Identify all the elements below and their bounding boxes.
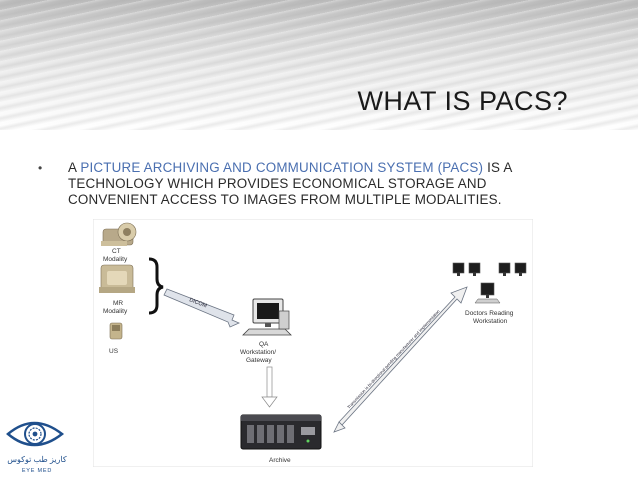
qa-workstation-icon: [242, 298, 292, 336]
mr-modality-label: Modality: [103, 308, 128, 315]
archive-server-icon: [240, 414, 322, 450]
archive-label: Archive: [269, 457, 291, 464]
bullet-paragraph: • A PICTURE ARCHIVING AND COMMUNICATION …: [38, 160, 578, 208]
us-label: US: [109, 348, 119, 355]
eye-med-logo: كاريز طب توكوس EYE MED: [6, 421, 67, 474]
qa-gateway-label: Gateway: [246, 357, 272, 364]
us-modality-icon: [109, 322, 123, 340]
eye-outline-icon: [6, 421, 65, 447]
ct-modality-icon: [101, 222, 137, 246]
logo-arabic-text: كاريز طب توكوس: [7, 455, 67, 464]
doctors-workstation-label: Workstation: [473, 318, 508, 325]
bullet-text: A PICTURE ARCHIVING AND COMMUNICATION SY…: [68, 160, 578, 208]
slide-title: WHAT IS PACS?: [357, 86, 568, 116]
bullet-suffix: IS A TECHNOLOGY WHICH PROVIDES ECONOMICA…: [68, 160, 512, 207]
ct-modality-label: Modality: [103, 256, 128, 263]
bullet-prefix: A: [68, 160, 81, 175]
qa-label: QA: [259, 341, 269, 348]
logo-caption: EYE MED: [22, 468, 52, 474]
mr-modality-icon: [99, 264, 135, 293]
doctors-workstations-icon: [452, 262, 527, 304]
header-texture: [0, 0, 638, 130]
qa-to-archive-arrow: [261, 366, 278, 408]
bullet-marker: •: [38, 161, 43, 175]
pacs-diagram: CT Modality MR Modality US DICOM QA Work…: [93, 219, 533, 467]
ct-label: CT: [112, 248, 121, 255]
doctors-label: Doctors Reading: [465, 310, 514, 317]
mr-label: MR: [113, 300, 123, 307]
modality-brace: [148, 257, 164, 315]
pacs-highlight: PICTURE ARCHIVING AND COMMUNICATION SYST…: [80, 160, 484, 175]
qa-workstation-label: Workstation/: [240, 349, 276, 356]
